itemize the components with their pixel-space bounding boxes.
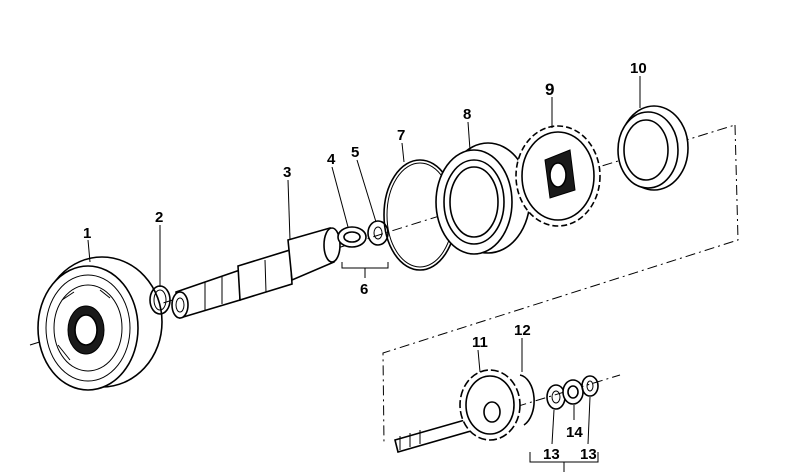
part-3-shaft (171, 226, 341, 320)
part-6-bracket (341, 262, 389, 278)
leader-lines (87, 76, 641, 445)
callout-5: 5 (351, 144, 359, 161)
callout-4: 4 (327, 151, 336, 168)
callout-12: 12 (514, 322, 531, 339)
callout-14: 14 (566, 424, 583, 441)
callout-2: 2 (155, 209, 163, 226)
part-10-outer-ring (617, 105, 689, 191)
part-11-output-shaft (394, 369, 521, 453)
part-14-needle-bearing (562, 379, 584, 405)
part-8-ring-gear (435, 142, 531, 255)
callout-labels: 1 2 3 4 5 6 7 8 9 10 11 12 13 14 13 (83, 60, 647, 463)
callout-7: 7 (397, 127, 405, 144)
part-13-bracket (529, 452, 599, 472)
callout-8: 8 (463, 106, 471, 123)
callout-9: 9 (545, 80, 554, 99)
part-13-washer-right (581, 375, 599, 397)
callout-13-right: 13 (580, 446, 597, 463)
part-9-spur-gear (515, 125, 601, 227)
callout-6: 6 (360, 281, 368, 298)
callout-10: 10 (630, 60, 647, 77)
callout-11: 11 (472, 334, 488, 351)
callout-13-left: 13 (543, 446, 560, 463)
part-4-needle-bearing (337, 226, 367, 248)
part-5-washer (367, 220, 389, 246)
callout-3: 3 (283, 164, 291, 181)
part-1-gear (37, 256, 163, 391)
callout-1: 1 (83, 225, 91, 242)
part-12-snap-ring (519, 374, 535, 426)
